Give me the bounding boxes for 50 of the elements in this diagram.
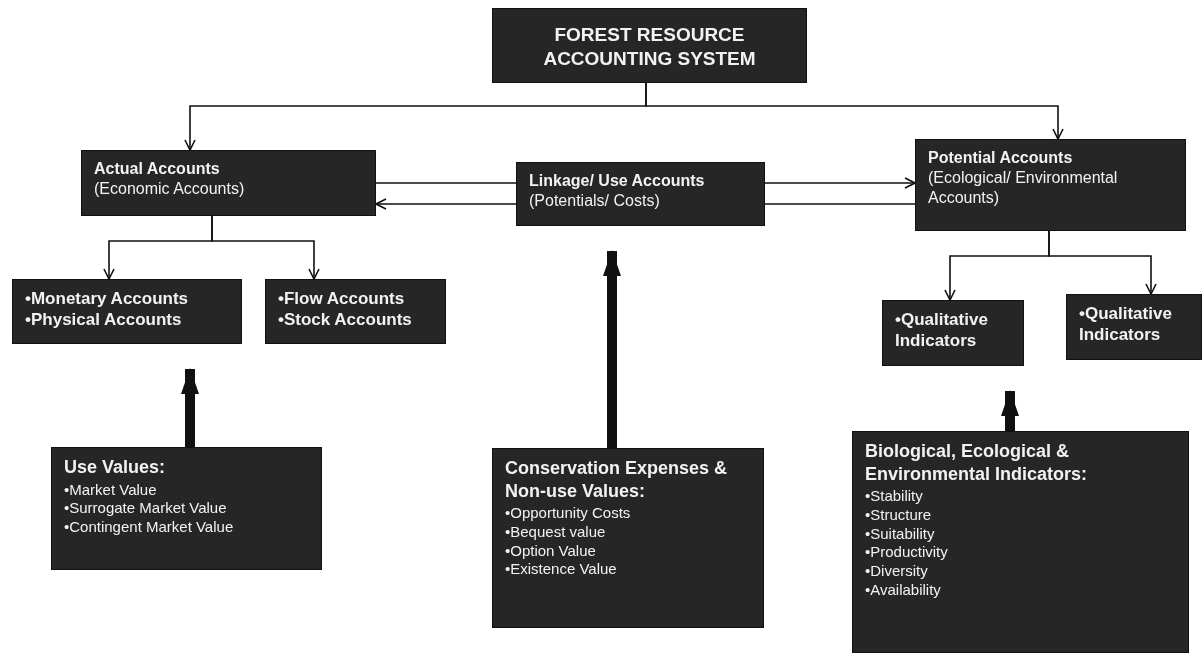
arrow — [764, 177, 916, 189]
box-heading: Conservation Expenses & Non-use Values: — [505, 457, 729, 502]
box-text: FOREST RESOURCE ACCOUNTING SYSTEM — [542, 23, 757, 71]
block-arrow — [181, 368, 199, 447]
box-text: (Economic Accounts) — [94, 179, 246, 199]
connector-line — [375, 182, 517, 184]
arrow — [211, 215, 320, 280]
box-heading: Actual Accounts — [94, 159, 221, 179]
process-box — [265, 279, 446, 344]
list-item: •Bequest value — [505, 522, 607, 542]
list-item: •Market Value — [64, 480, 158, 500]
list-item: •Surrogate Market Value — [64, 499, 228, 518]
process-box — [12, 279, 242, 344]
box-heading: Potential Accounts — [928, 148, 1074, 168]
process-box — [882, 300, 1024, 366]
arrow — [375, 198, 517, 210]
process-box — [492, 448, 764, 628]
list-item: •Productivity — [865, 543, 949, 562]
list-item: •Stability — [865, 487, 924, 506]
list-item: •Qualitative Indicators — [895, 309, 989, 352]
list-item: •Structure — [865, 505, 933, 525]
process-box — [81, 150, 376, 216]
list-item: •Opportunity Costs — [505, 504, 632, 523]
list-item: •Diversity — [865, 562, 929, 581]
arrow — [645, 82, 1064, 140]
arrow — [1048, 230, 1157, 295]
block-arrow — [1001, 390, 1019, 431]
box-heading: Linkage/ Use Accounts — [529, 171, 706, 191]
box-text: (Potentials/ Costs) — [529, 191, 661, 211]
title-box — [492, 8, 807, 83]
process-box — [1066, 294, 1202, 360]
process-box — [516, 162, 765, 226]
list-item: •Suitability — [865, 524, 936, 544]
list-item: •Qualitative Indicators — [1079, 303, 1173, 346]
process-box — [51, 447, 322, 570]
list-item: •Monetary Accounts — [25, 288, 190, 310]
list-item: •Availability — [865, 580, 942, 600]
box-heading: Biological, Ecological & Environmental Indicators: — [865, 440, 1089, 485]
connector-line — [764, 203, 916, 205]
box-heading: Use Values: — [64, 456, 167, 479]
box-text: (Ecological/ Environmental Accounts) — [928, 168, 1119, 208]
list-item: •Existence Value — [505, 560, 618, 579]
list-item: •Flow Accounts — [278, 288, 406, 310]
process-box — [915, 139, 1186, 231]
list-item: •Stock Accounts — [278, 309, 413, 331]
list-item: •Physical Accounts — [25, 309, 183, 331]
block-arrow — [603, 250, 621, 448]
list-item: •Contingent Market Value — [64, 518, 235, 537]
list-item: •Option Value — [505, 541, 597, 561]
process-box — [852, 431, 1189, 653]
